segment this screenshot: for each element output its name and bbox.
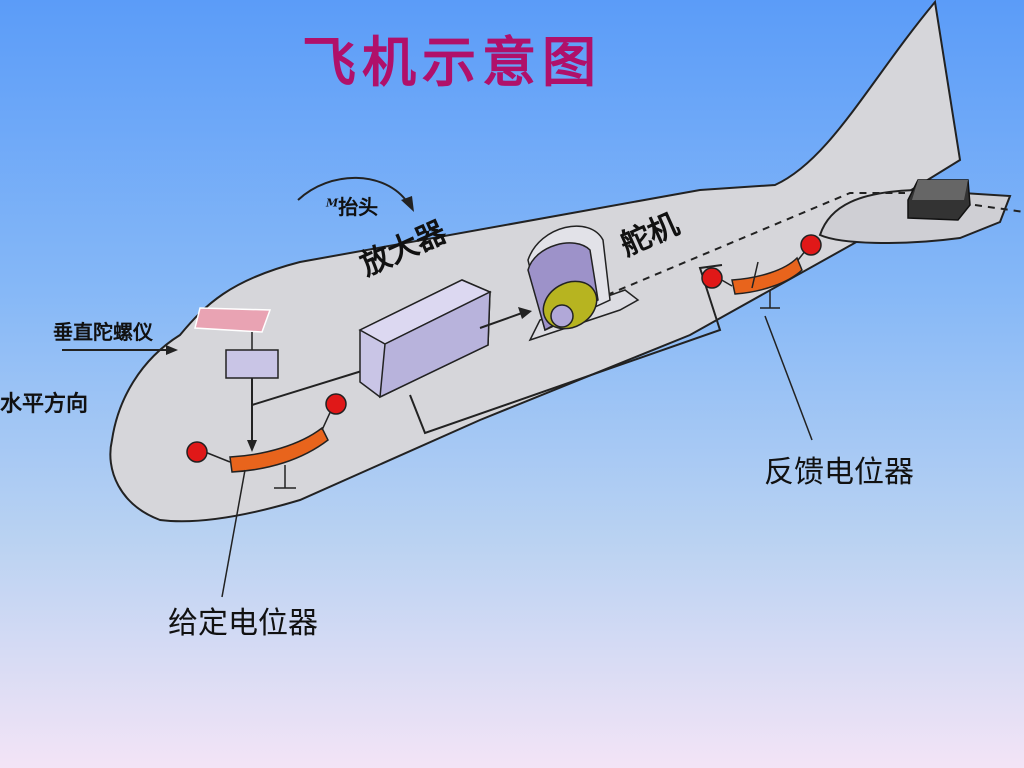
page-title: 飞机示意图: [302, 30, 602, 94]
vertical-gyro-label: 垂直陀螺仪: [53, 320, 153, 344]
gyro-pickup-box: [225, 349, 279, 379]
horizontal-direction-label: 水平方向: [0, 392, 89, 417]
feedback-potentiometer-label: 反馈电位器: [764, 455, 914, 490]
setpoint-leader-line: [221, 469, 246, 598]
pitch-up-text: 抬头: [338, 195, 379, 219]
elevator-block-top: [912, 180, 968, 200]
pitch-up-label: M抬头: [326, 191, 378, 220]
control-cable: [594, 192, 1024, 301]
pitch-up-arrow: [297, 176, 409, 204]
feedback-potentiometer: [701, 234, 822, 309]
arrow-head: [247, 440, 257, 452]
vertical-gyro: [194, 307, 272, 333]
feedback-line: [409, 264, 723, 435]
signal-line-to-servo: [479, 312, 523, 329]
pitch-moment-symbol: M: [326, 196, 339, 210]
servo: [527, 225, 640, 342]
setpoint-potentiometer: [186, 393, 347, 489]
signal-line-to-amplifier: [251, 369, 366, 406]
feedback-leader-line: [764, 315, 813, 441]
arrow-head: [401, 196, 414, 212]
arrow-head: [166, 345, 178, 355]
setpoint-potentiometer-label: 给定电位器: [168, 606, 318, 641]
amplifier-box: [358, 279, 492, 399]
arrow-head: [518, 307, 532, 319]
